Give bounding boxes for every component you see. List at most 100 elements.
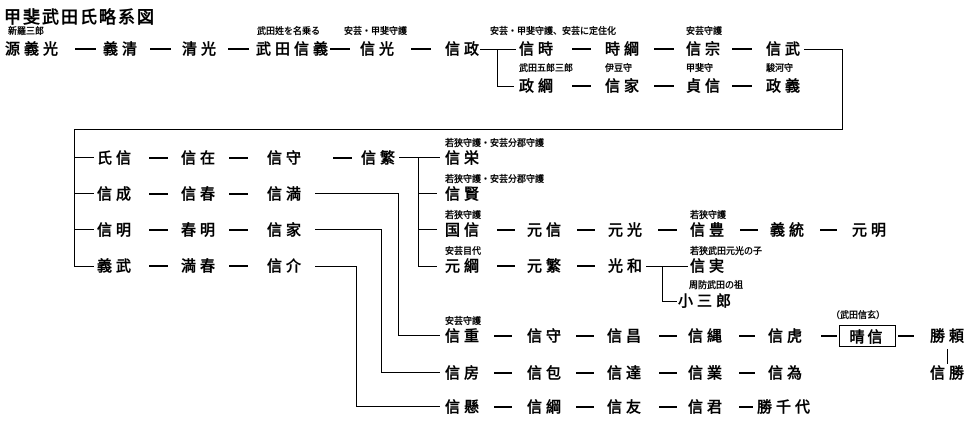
connector-line bbox=[74, 129, 75, 267]
person-yoshitake: 義武 bbox=[97, 257, 136, 275]
person-nobutate: 信達 bbox=[607, 364, 646, 382]
connector-line bbox=[418, 266, 437, 267]
dash-line bbox=[576, 406, 594, 408]
note-mototsuna: 安芸目代 bbox=[445, 247, 482, 257]
connector-line bbox=[315, 266, 357, 267]
note-takeda-nobuyoshi: 武田姓を名乗る bbox=[257, 27, 321, 37]
note-sadanobu: 甲斐守 bbox=[686, 64, 714, 74]
connector-line bbox=[497, 49, 498, 87]
person-nobumori: 信守 bbox=[267, 149, 306, 167]
connector-line bbox=[947, 349, 948, 364]
dash-line bbox=[732, 85, 752, 87]
dash-line bbox=[149, 193, 168, 195]
dash-line bbox=[330, 48, 350, 50]
dash-line bbox=[576, 335, 594, 337]
dash-line bbox=[572, 48, 591, 50]
harunobu-box: 晴信 bbox=[839, 325, 896, 347]
connector-line bbox=[418, 193, 437, 194]
connector-line bbox=[315, 229, 382, 230]
person-nobusuke: 信介 bbox=[267, 257, 306, 275]
person-mototsuna: 元綱 bbox=[445, 257, 484, 275]
connector-line bbox=[381, 372, 440, 373]
person-nobuzane: 信実 bbox=[690, 257, 729, 275]
person-minamoto-yoshimitsu: 源義光 bbox=[5, 40, 63, 58]
page-title: 甲斐武田氏略系図 bbox=[4, 8, 156, 28]
dash-line bbox=[821, 335, 837, 337]
person-yoshikiyo: 義清 bbox=[103, 40, 142, 58]
note-nobuie: 伊豆守 bbox=[605, 64, 633, 74]
dash-line bbox=[898, 335, 914, 337]
person-mitsuharu: 満春 bbox=[181, 257, 220, 275]
note-nobumune: 安芸守護 bbox=[686, 27, 723, 37]
dash-line bbox=[820, 229, 837, 231]
connector-line bbox=[842, 49, 843, 130]
connector-line bbox=[662, 301, 677, 302]
dash-line bbox=[494, 406, 512, 408]
connector-line bbox=[356, 406, 440, 407]
person-nobumasa-b: 信昌 bbox=[607, 327, 646, 345]
connector-line bbox=[398, 335, 440, 336]
note-kosaburo: 周防武田の祖 bbox=[689, 281, 744, 291]
person-mitsukazu: 光和 bbox=[608, 257, 647, 275]
note-masayoshi: 駿河守 bbox=[766, 64, 794, 74]
person-nobukane: 信包 bbox=[527, 364, 566, 382]
connector-line bbox=[74, 266, 94, 267]
dash-line bbox=[229, 265, 248, 267]
connector-line bbox=[74, 129, 843, 130]
person-nobushige-b: 信重 bbox=[445, 327, 484, 345]
note-nobuzane: 若狭武田元光の子 bbox=[690, 247, 763, 257]
dash-line bbox=[149, 229, 168, 231]
connector-line bbox=[418, 229, 437, 230]
person-nobumitsu: 信光 bbox=[360, 40, 399, 58]
connector-line bbox=[74, 193, 94, 194]
connector-line bbox=[74, 229, 94, 230]
connector-line bbox=[356, 266, 357, 407]
dash-line bbox=[659, 372, 677, 374]
person-nobutora: 信虎 bbox=[768, 327, 807, 345]
dash-line bbox=[572, 85, 591, 87]
connector-line bbox=[399, 157, 440, 158]
dash-line bbox=[228, 48, 249, 50]
person-nobuie-b: 信家 bbox=[267, 221, 306, 239]
person-motomitsu: 元光 bbox=[608, 221, 647, 239]
dash-line bbox=[75, 48, 96, 50]
note-nobushige-b: 安芸守護 bbox=[445, 317, 482, 327]
dash-line bbox=[576, 372, 594, 374]
dash-line bbox=[150, 48, 171, 50]
person-kosaburo: 小三郎 bbox=[678, 292, 736, 310]
note-nobutoki: 安芸・甲斐守護、安芸に定住化 bbox=[490, 27, 617, 37]
person-nobutoki: 信時 bbox=[519, 40, 558, 58]
note-nobuhide: 若狭守護・安芸分郡守護 bbox=[445, 139, 545, 149]
person-nobukimi: 信君 bbox=[688, 398, 727, 416]
dash-line bbox=[497, 229, 515, 231]
dash-line bbox=[659, 406, 677, 408]
dash-line bbox=[229, 157, 248, 159]
dash-line bbox=[411, 48, 431, 50]
person-yoshimune: 義統 bbox=[770, 221, 809, 239]
note-kuninobu: 若狭守護 bbox=[445, 211, 482, 221]
note-harunobu: （武田信玄） bbox=[831, 311, 886, 321]
person-motoaki: 元明 bbox=[852, 221, 891, 239]
person-ujinobu: 氏信 bbox=[97, 149, 136, 167]
dash-line bbox=[494, 335, 512, 337]
person-nobumori-b: 信守 bbox=[527, 327, 566, 345]
person-katsuyori: 勝頼 bbox=[930, 327, 969, 345]
person-nobukatsu: 信勝 bbox=[930, 364, 969, 382]
dash-line bbox=[732, 48, 752, 50]
dash-line bbox=[739, 335, 755, 337]
person-katsuchiyo: 勝千代 bbox=[757, 398, 815, 416]
person-nobutame: 信為 bbox=[768, 364, 807, 382]
person-nobunari: 信成 bbox=[97, 185, 136, 203]
person-nobukata: 信賢 bbox=[445, 185, 484, 203]
person-nobumasa: 信政 bbox=[445, 40, 484, 58]
connector-line bbox=[398, 193, 399, 336]
person-nobumune: 信宗 bbox=[686, 40, 725, 58]
connector-line bbox=[418, 157, 419, 267]
note-nobukata: 若狭守護・安芸分郡守護 bbox=[445, 175, 545, 185]
connector-line bbox=[381, 229, 382, 373]
connector-line bbox=[646, 266, 688, 267]
person-nobukake: 信懸 bbox=[445, 398, 484, 416]
person-motonobu: 元信 bbox=[527, 221, 566, 239]
dash-line bbox=[577, 265, 595, 267]
